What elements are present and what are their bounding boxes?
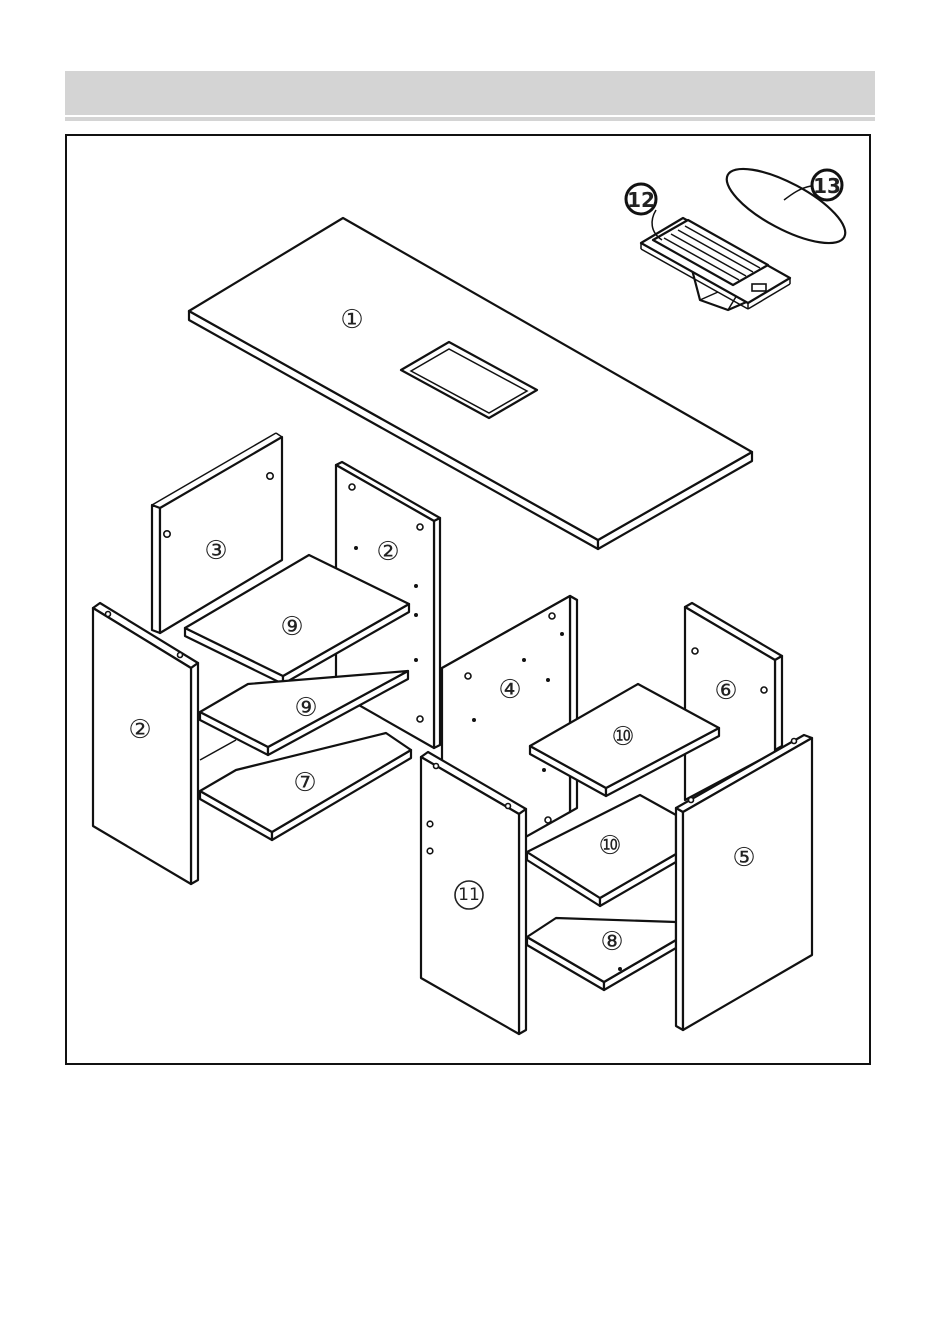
svg-text:①: ① (340, 305, 363, 335)
part-label-2-rear: ② (376, 537, 399, 567)
cover-plate (717, 155, 855, 258)
svg-text:⑩: ⑩ (611, 722, 634, 752)
svg-text:12: 12 (627, 188, 655, 212)
part-label-3: ③ (204, 536, 227, 566)
svg-text:④: ④ (498, 675, 521, 705)
svg-text:③: ③ (204, 536, 227, 566)
svg-text:②: ② (128, 715, 151, 745)
svg-text:⑨: ⑨ (280, 612, 303, 642)
svg-text:⑦: ⑦ (293, 768, 316, 798)
part-label-5: ⑤ (732, 843, 755, 873)
part-label-1: ① (340, 305, 363, 335)
svg-text:②: ② (376, 537, 399, 567)
part-label-9-middle: ⑨ (294, 693, 317, 723)
svg-text:13: 13 (813, 174, 841, 198)
svg-text:⑩: ⑩ (598, 831, 621, 861)
part-label-10-lower: ⑩ (598, 831, 621, 861)
grill-control-knob (752, 284, 766, 291)
part-label-4: ④ (498, 675, 521, 705)
part-label-7: ⑦ (293, 768, 316, 798)
part-label-8: ⑧ (600, 927, 623, 957)
part-label-11: 11 (455, 881, 483, 909)
svg-text:⑥: ⑥ (714, 676, 737, 706)
svg-text:11: 11 (458, 885, 480, 905)
grill-unit (641, 218, 790, 310)
part-label-6: ⑥ (714, 676, 737, 706)
part-label-9-upper: ⑨ (280, 612, 303, 642)
part-label-10-upper: ⑩ (611, 722, 634, 752)
part-label-12: 12 (626, 184, 662, 240)
svg-text:⑧: ⑧ (600, 927, 623, 957)
part-label-2-left: ② (128, 715, 151, 745)
svg-text:⑨: ⑨ (294, 693, 317, 723)
svg-text:⑤: ⑤ (732, 843, 755, 873)
